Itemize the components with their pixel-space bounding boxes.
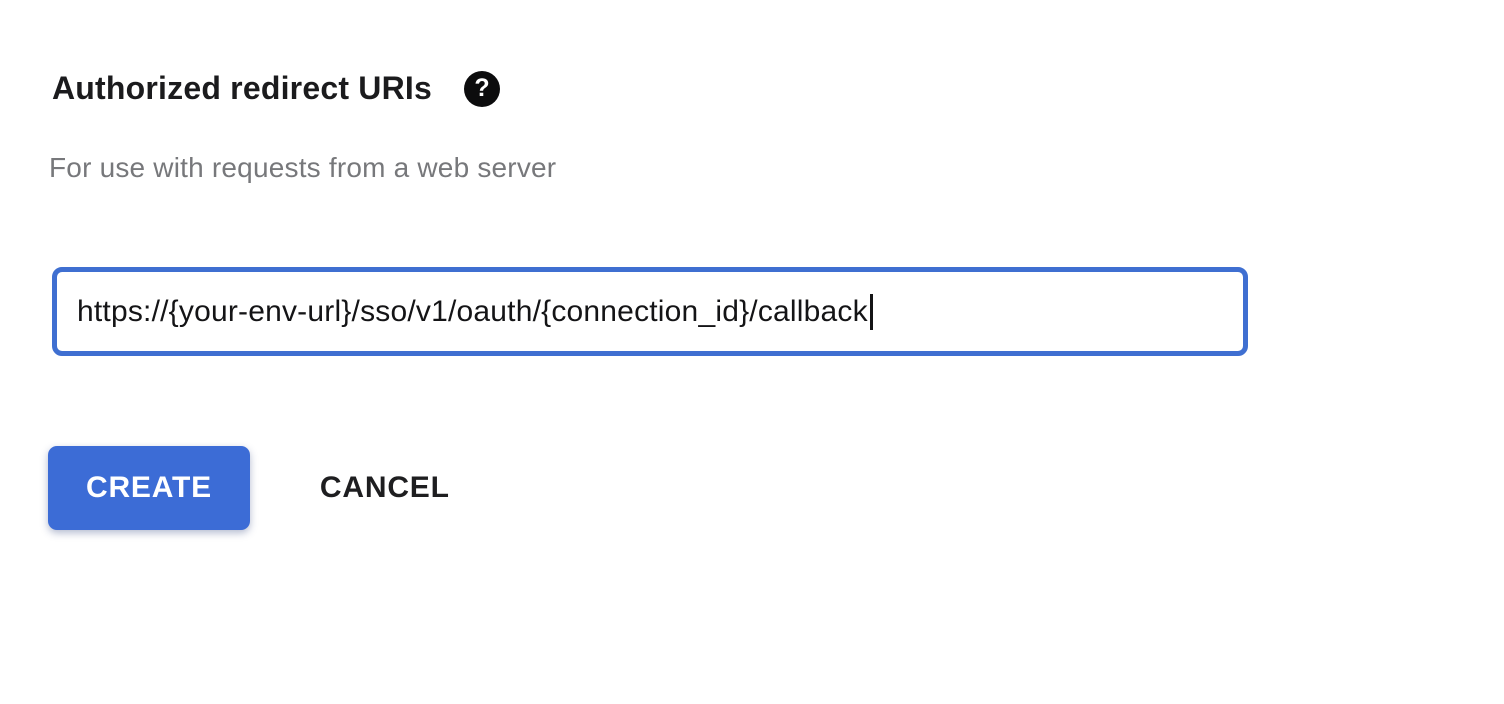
question-mark-glyph: ? (474, 74, 490, 102)
heading-row: Authorized redirect URIs ? (52, 70, 556, 107)
redirect-uri-input[interactable]: https://{your-env-url}/sso/v1/oauth/{con… (52, 267, 1248, 356)
text-caret (869, 293, 873, 330)
redirect-uri-section: Authorized redirect URIs ? For use with … (49, 70, 557, 184)
section-heading: Authorized redirect URIs (52, 70, 432, 106)
help-icon[interactable]: ? (463, 70, 500, 107)
redirect-uri-value: https://{your-env-url}/sso/v1/oauth/{con… (77, 294, 868, 328)
create-button[interactable]: CREATE (48, 446, 250, 530)
section-subtitle: For use with requests from a web server (49, 152, 557, 183)
cancel-button[interactable]: CANCEL (316, 461, 454, 515)
button-row: CREATE CANCEL (48, 446, 454, 530)
